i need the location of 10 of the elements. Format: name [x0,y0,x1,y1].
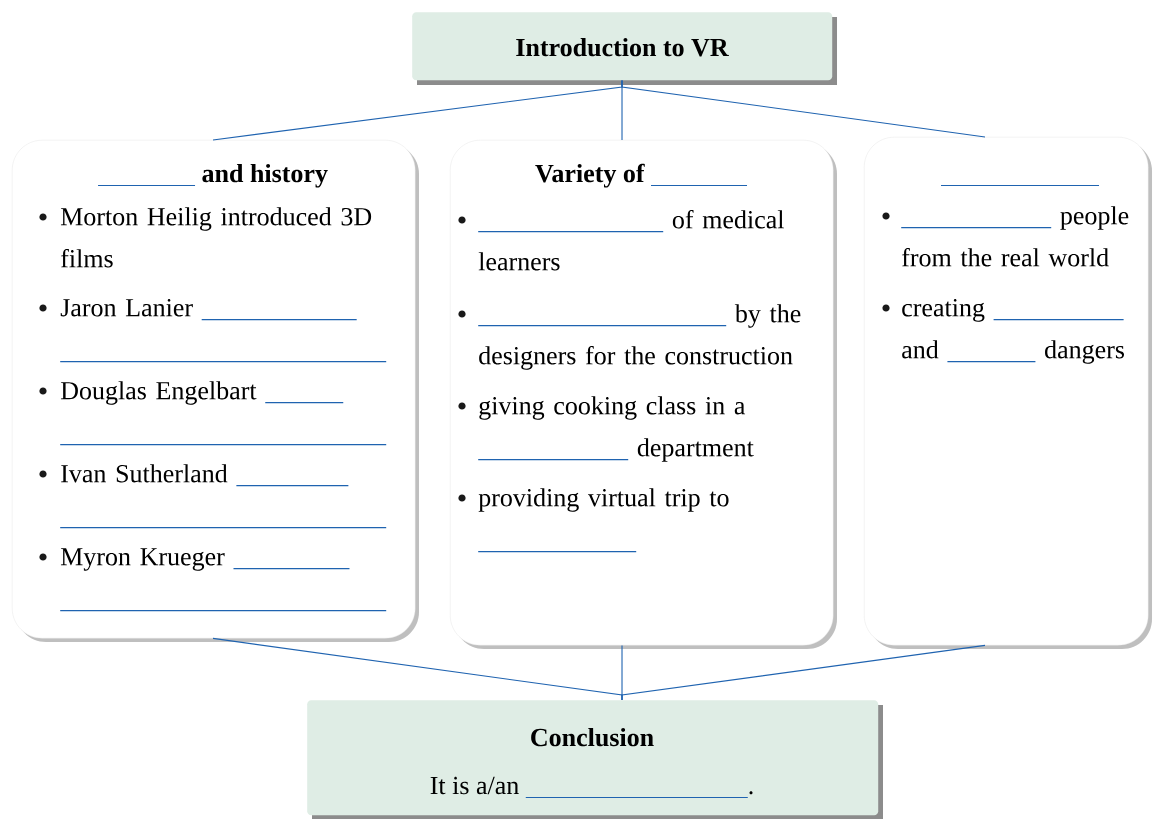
connector-line [621,79,986,138]
card: people from the real world creating and dangers [864,137,1152,649]
node-label: and [902,340,939,359]
card: and history Morton Heilig introduced 3D films Jaron Lanier Douglas Engelbart Ivan Sutherland Myron Krueger [12,140,419,642]
card: Variety of of medical learners by the designers for the construction giving cooking class in a department providing virtual trip to [450,140,837,649]
connector-line [621,644,986,701]
title-box: Introduction to VR [412,12,837,85]
node-label: dangers [1045,340,1125,364]
conclusion-box: Conclusion It is a/an . [307,700,883,819]
node-label: creating [902,298,985,322]
